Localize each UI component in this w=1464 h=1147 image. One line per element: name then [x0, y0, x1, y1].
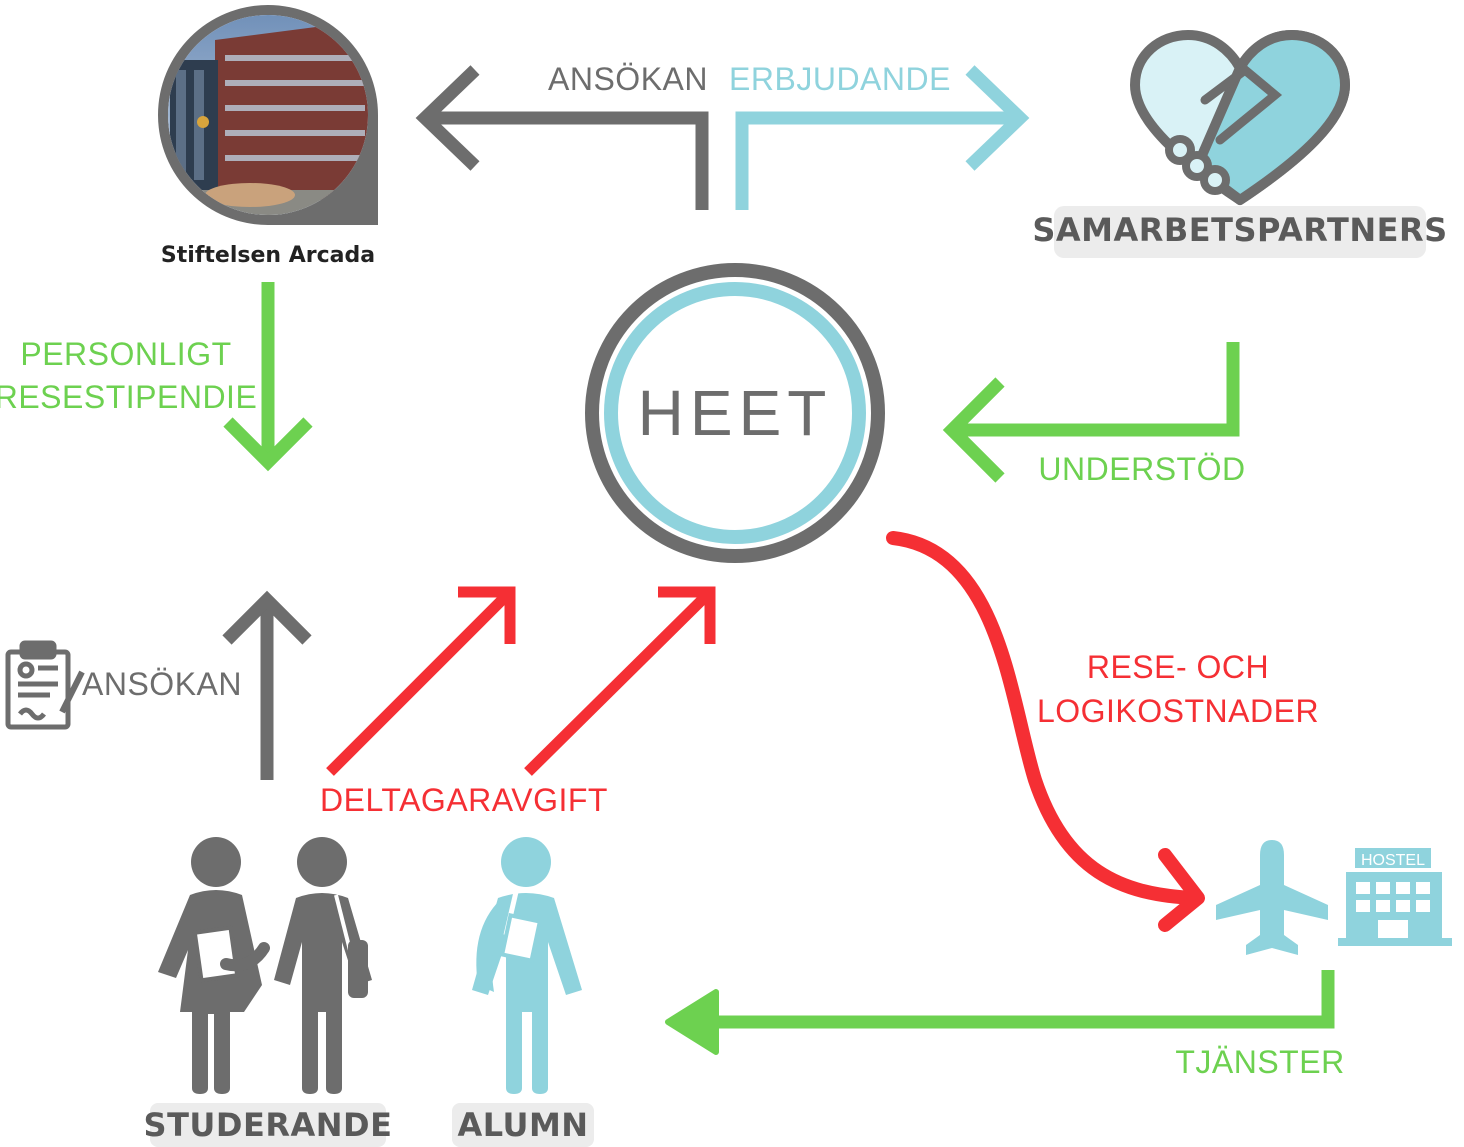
stipend-label-line2: RESESTIPENDIE [0, 379, 257, 415]
costs-label-line2: LOGIKOSTNADER [1037, 693, 1319, 729]
costs-label-line1: RESE- OCH [1087, 649, 1269, 685]
understod-label: UNDERSTÖD [1038, 451, 1245, 487]
clipboard-icon [5, 640, 85, 730]
alumn-figure-icon [472, 837, 582, 1094]
erbjudande-label: ERBJUDANDE [729, 61, 951, 97]
deltagaravgift-arrow-1 [326, 586, 516, 776]
airplane-icon [1216, 840, 1328, 955]
heet-logo-text: HEET [638, 377, 833, 449]
student-figure-2-icon [274, 837, 372, 1094]
understod-arrow [942, 342, 1240, 483]
tjanster-label: TJÄNSTER [1175, 1044, 1344, 1080]
arcada-label: Stiftelsen Arcada [161, 243, 375, 268]
alumn-pill [452, 1103, 594, 1147]
erbjudande-arrow-right [735, 65, 1030, 210]
student-figure-1-icon [158, 837, 270, 1094]
handshake-heart-icon [1130, 30, 1350, 205]
partners-pill [1054, 206, 1426, 258]
ansokan-arrow-left [415, 65, 709, 210]
students-label: STUDERANDE [144, 1106, 393, 1144]
stipend-label-line1: PERSONLIGT [20, 336, 231, 372]
ansokan-left-label: ANSÖKAN [82, 666, 242, 702]
hostel-icon: HOSTEL [1338, 848, 1452, 946]
costs-curved-arrow [886, 531, 1205, 932]
heet-logo: HEET [585, 263, 885, 563]
deltagaravgift-arrow-2 [524, 586, 716, 776]
students-pill [150, 1103, 386, 1147]
partners-label: SAMARBETSPARTNERS [1032, 211, 1447, 249]
deltagaravgift-label: DELTAGARAVGIFT [320, 782, 608, 818]
arcada-photo-icon [158, 5, 378, 225]
alumn-label: ALUMN [457, 1106, 588, 1144]
ansokan-top-label: ANSÖKAN [548, 61, 708, 97]
stipend-arrow-down [223, 282, 313, 472]
ansokan-arrow-up [222, 590, 312, 780]
hostel-sign-text: HOSTEL [1361, 852, 1425, 869]
tjanster-arrow [665, 970, 1335, 1055]
